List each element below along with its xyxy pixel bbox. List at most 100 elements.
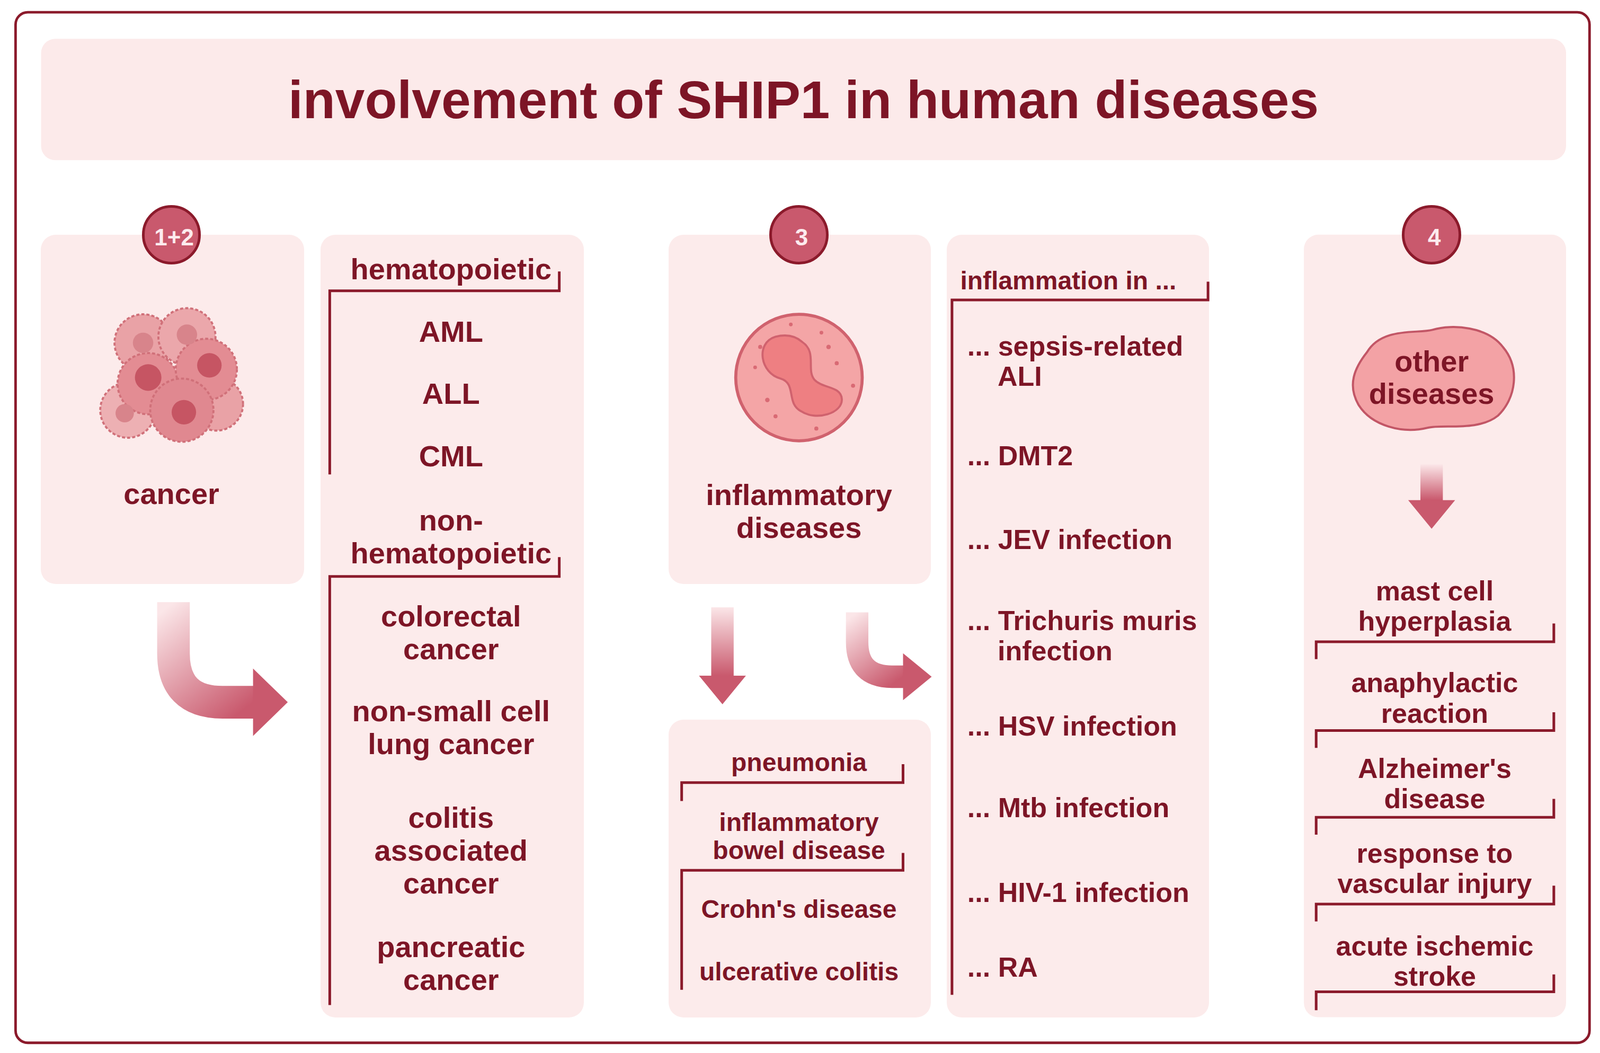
disease-label: Crohn's disease xyxy=(690,895,908,924)
nucleus xyxy=(135,363,162,391)
bracket xyxy=(681,763,904,801)
block-arrow xyxy=(857,612,932,701)
arrow-body xyxy=(1420,464,1443,501)
callout-number: 4 xyxy=(1401,205,1462,265)
cancer-cells xyxy=(100,307,244,442)
category-blob: other diseases xyxy=(1346,321,1519,434)
disease-list: mast cell hyperplasia anaphylactic reacti… xyxy=(1311,571,1560,1013)
cell xyxy=(114,314,172,372)
arrow-body xyxy=(857,612,904,677)
granule xyxy=(788,322,793,327)
nucleus xyxy=(197,352,222,378)
block-arrow xyxy=(1408,464,1456,529)
list-heading: inflammation in ... xyxy=(960,266,1205,295)
disease-label: AML xyxy=(343,315,558,349)
category-panel: inflammatory diseases xyxy=(668,234,931,584)
disease-label: ALL xyxy=(343,377,558,411)
arrow-head xyxy=(903,653,932,701)
disease-label: ... Trichuris muris infection xyxy=(967,605,1205,666)
bracket xyxy=(1316,712,1554,748)
bracket xyxy=(681,852,904,990)
callout-number: 1+2 xyxy=(141,205,202,265)
nucleus xyxy=(762,335,842,416)
callout-number-text: 3 xyxy=(772,224,831,251)
arrow-body xyxy=(710,607,734,677)
granule xyxy=(826,344,831,349)
nucleus xyxy=(171,400,197,425)
title-area: involvement of SHIP1 in human diseases xyxy=(40,38,1567,160)
granule xyxy=(834,361,839,366)
brackets xyxy=(329,271,1554,1010)
granule xyxy=(819,330,824,335)
disease-label: pancreatic cancer xyxy=(343,930,558,997)
callout-number-text: 4 xyxy=(1405,224,1463,251)
cell-body xyxy=(735,314,863,441)
bracket xyxy=(1316,623,1554,659)
disease-label: non-small cell lung cancer xyxy=(343,695,558,761)
disease-label: inflammatory diseases xyxy=(676,478,922,544)
disease-label: non-hematopoietic xyxy=(343,503,558,570)
cancer-nuclei xyxy=(115,324,222,425)
granule xyxy=(758,344,763,350)
disease-label: ... RA xyxy=(967,952,1205,983)
granule xyxy=(773,414,778,419)
callout-number: 3 xyxy=(769,205,829,265)
cell xyxy=(190,377,244,431)
title-text: involvement of SHIP1 in human diseases xyxy=(40,70,1567,129)
disease-label: Alzheimer's disease xyxy=(1314,753,1555,814)
granule xyxy=(850,383,856,388)
other-panel xyxy=(1303,234,1567,1018)
disease-label: CML xyxy=(343,439,558,473)
disease-label: anaphylactic reaction xyxy=(1314,667,1555,728)
disease-label: ... sepsis-related ALI xyxy=(967,331,1205,392)
disease-list-panel: pneumonia inflammatory bowel diseaseCrohn… xyxy=(668,719,931,1018)
disease-label: ulcerative colitis xyxy=(690,957,908,986)
block-arrow xyxy=(698,607,746,705)
neutrophil xyxy=(735,314,863,441)
disease-label: cancer xyxy=(48,477,294,511)
disease-label: colitis associated cancer xyxy=(343,801,558,900)
disease-label: ... HSV infection xyxy=(967,711,1205,742)
outer-frame xyxy=(15,12,1590,1043)
cell xyxy=(100,382,156,438)
nucleus xyxy=(176,324,198,345)
disease-label: response to vascular injury xyxy=(1314,838,1555,899)
disease-label: pneumonia xyxy=(690,748,908,777)
bracket xyxy=(1316,798,1554,835)
bracket xyxy=(329,271,559,475)
nucleus xyxy=(115,403,135,423)
cell xyxy=(158,307,216,366)
disease-label: ... Mtb infection xyxy=(967,793,1205,824)
callout-number-text: 1+2 xyxy=(145,224,203,251)
arrow-body xyxy=(173,601,254,702)
granule xyxy=(765,397,770,403)
nucleus xyxy=(132,332,154,354)
arrow-head xyxy=(1408,500,1456,529)
disease-label: ... HIV-1 infection xyxy=(967,877,1205,909)
disease-label: acute ischemic stroke xyxy=(1314,930,1555,992)
arrow-head xyxy=(253,668,288,736)
category-panel: cancer xyxy=(40,234,305,584)
bracket xyxy=(1316,974,1554,1010)
cell xyxy=(117,352,180,415)
block-arrow xyxy=(173,601,288,736)
disease-label: ... JEV infection xyxy=(967,524,1205,555)
disease-list-panel: inflammation in ... ... sepsis-related AL… xyxy=(946,234,1210,1018)
disease-label: colorectal cancer xyxy=(343,600,558,666)
disease-list-panel: hematopoieticAML ALL CML non-hematopoietic c… xyxy=(320,234,584,1018)
bracket xyxy=(952,281,1208,995)
disease-label: ... DMT2 xyxy=(967,440,1205,471)
disease-label: inflammatory bowel disease xyxy=(690,809,908,866)
granules xyxy=(753,322,856,431)
granule xyxy=(814,426,819,431)
granule xyxy=(753,365,758,370)
cell xyxy=(150,378,214,442)
title-band xyxy=(41,38,1567,160)
disease-label: other diseases xyxy=(1349,344,1514,411)
disease-label: mast cell hyperplasia xyxy=(1314,575,1555,637)
arrow-head xyxy=(698,675,746,705)
bracket xyxy=(1316,885,1554,921)
disease-label: hematopoietic xyxy=(343,253,558,287)
